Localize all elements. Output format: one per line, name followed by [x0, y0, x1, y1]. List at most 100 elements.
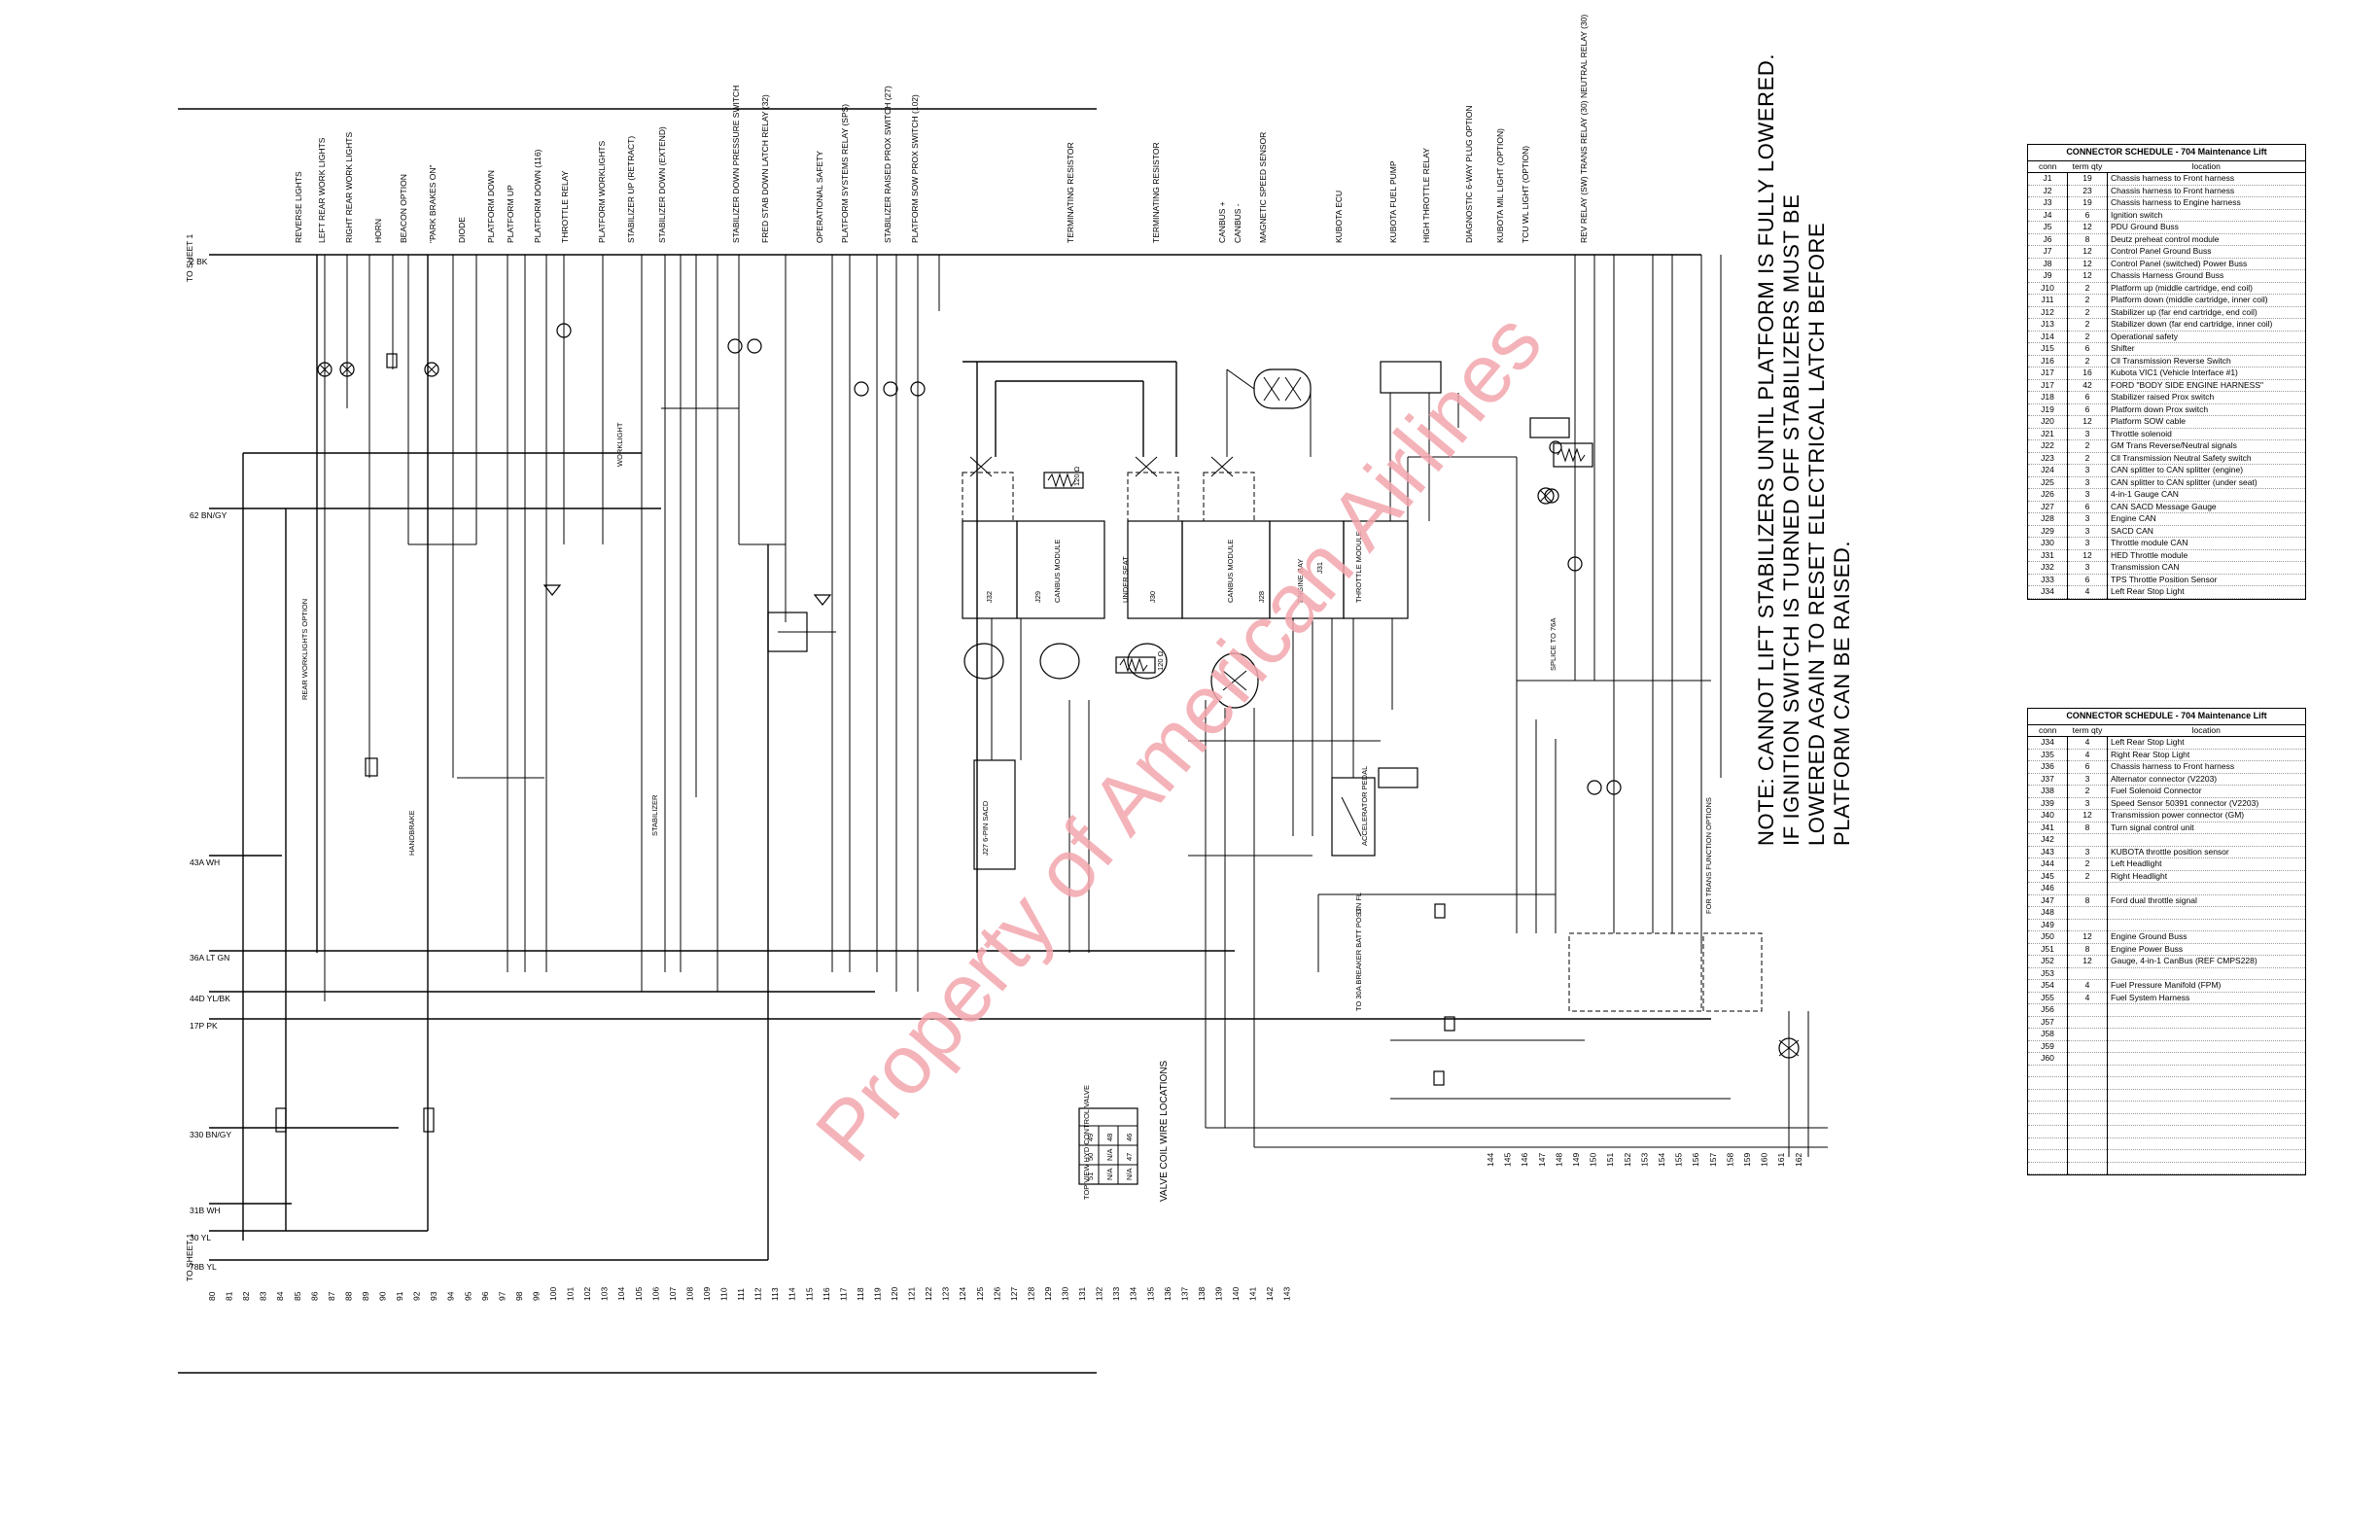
valve-coil-caption: VALVE COIL WIRE LOCATIONS — [1159, 1060, 1170, 1202]
terminal-qty: 3 — [2067, 512, 2108, 526]
schedule-2-row — [2028, 1162, 2305, 1174]
connector-location: 4-in-1 Gauge CAN — [2107, 488, 2305, 502]
component-label: STABILIZER — [650, 794, 659, 836]
terminal-qty: 6 — [2067, 209, 2108, 222]
connector-id: J2 — [2028, 185, 2068, 197]
connector-id: J15 — [2028, 342, 2068, 356]
connector-id: J10 — [2028, 282, 2068, 295]
connector-id: J57 — [2028, 1016, 2068, 1029]
terminal-qty — [2067, 1065, 2108, 1077]
terminal-qty: 3 — [2067, 488, 2108, 502]
row-number: 116 — [822, 1287, 831, 1301]
connector-id: J39 — [2028, 797, 2068, 810]
terminal-qty: 4 — [2067, 992, 2108, 1004]
connector-id: J43 — [2028, 846, 2068, 858]
component-label: J30 — [1148, 591, 1157, 603]
function-label: MAGNETIC SPEED SENSOR — [1258, 132, 1268, 243]
row-number: 115 — [804, 1287, 814, 1301]
terminal-qty: 4 — [2067, 736, 2108, 750]
connector-location: SACD CAN — [2107, 525, 2305, 538]
valve-cell-2: 50 — [1086, 1153, 1095, 1161]
function-label: OPERATIONAL SAFETY — [815, 151, 824, 243]
connector-id: J55 — [2028, 992, 2068, 1004]
row-number: 162 — [1794, 1153, 1803, 1167]
function-label: REVERSE LIGHTS — [294, 171, 303, 243]
connector-location: Left Headlight — [2107, 858, 2305, 871]
to-sheet-top: TO SHEET 1 — [185, 233, 194, 282]
connector-location — [2107, 1065, 2305, 1077]
terminal-qty: 12 — [2067, 245, 2108, 259]
component-label: WORKLIGHT — [615, 422, 624, 467]
terminal-qty: 2 — [2067, 331, 2108, 343]
schedule-2-row — [2028, 1101, 2305, 1114]
terminal-qty: 3 — [2067, 476, 2108, 489]
terminal-qty — [2067, 1101, 2108, 1114]
connector-location: Chassis harness to Front harness — [2107, 760, 2305, 774]
terminal-qty: 12 — [2067, 221, 2108, 234]
row-number: 125 — [975, 1287, 985, 1301]
schedule-2-row: J60 — [2028, 1052, 2305, 1066]
terminal-qty: 6 — [2067, 342, 2108, 356]
terminal-qty: 3 — [2067, 773, 2108, 786]
component-label: ACCELERATOR PEDAL — [1360, 766, 1369, 846]
connector-id: J41 — [2028, 822, 2068, 834]
note-line-4: PLATFORM CAN BE RAISED. — [1830, 541, 1854, 846]
connector-id: J60 — [2028, 1052, 2068, 1066]
row-number: 102 — [582, 1287, 592, 1301]
terminal-qty: 23 — [2067, 185, 2108, 197]
connector-id: J21 — [2028, 428, 2068, 440]
terminal-qty — [2067, 1125, 2108, 1138]
terminal-qty — [2067, 882, 2108, 895]
connector-location: CAN splitter to CAN splitter (engine) — [2107, 464, 2305, 477]
component-label: J27 6-PIN SACD — [981, 800, 990, 856]
function-label: PLATFORM SOW PROX SWITCH (102) — [910, 94, 920, 243]
connector-location — [2107, 1040, 2305, 1053]
function-label: HORN — [373, 219, 383, 243]
component-label: J32 — [985, 591, 994, 603]
terminal-qty: 3 — [2067, 525, 2108, 538]
connector-id: J6 — [2028, 233, 2068, 246]
connector-id — [2028, 1125, 2068, 1138]
connector-id: J30 — [2028, 537, 2068, 550]
connector-location: Engine CAN — [2107, 512, 2305, 526]
row-number: 158 — [1725, 1153, 1734, 1167]
connector-id: J51 — [2028, 943, 2068, 956]
function-circuit-wires — [324, 255, 940, 1001]
row-number: 81 — [225, 1291, 234, 1301]
terminal-qty: 12 — [2067, 955, 2108, 968]
connector-location: Platform up (middle cartridge, end coil) — [2107, 282, 2305, 295]
row-number: 118 — [856, 1287, 865, 1301]
component-label: UNDER SEAT — [1121, 556, 1130, 603]
connector-id: J50 — [2028, 930, 2068, 944]
function-label: TERMINATING RESISTOR — [1066, 142, 1075, 243]
row-number: 157 — [1708, 1153, 1718, 1167]
row-number: 108 — [684, 1287, 694, 1301]
function-label: CANBUS + — [1217, 201, 1227, 243]
schedule-2-row: J49 — [2028, 919, 2305, 931]
valve-cell-7: N/A — [1125, 1168, 1134, 1180]
connector-location: Left Rear Stop Light — [2107, 585, 2305, 599]
component-label: J31 — [1315, 562, 1324, 574]
row-number: 135 — [1145, 1287, 1155, 1301]
row-number: 105 — [634, 1287, 644, 1301]
row-number: 107 — [668, 1287, 678, 1301]
valve-table-title: TOP VIEW HYD CONTROL VALVE — [1082, 1085, 1091, 1200]
connector-id: J12 — [2028, 306, 2068, 319]
connector-location: Ford dual throttle signal — [2107, 894, 2305, 907]
bus-wire-label: 43A WH — [190, 858, 220, 867]
connector-location: Stabilizer down (far end cartridge, inne… — [2107, 318, 2305, 332]
connector-location: GM Trans Reverse/Neutral signals — [2107, 439, 2305, 453]
row-number: 134 — [1129, 1287, 1138, 1301]
row-number: 95 — [463, 1291, 472, 1301]
row-number: 106 — [650, 1287, 660, 1301]
connector-id: J26 — [2028, 488, 2068, 502]
terminal-qty: 2 — [2067, 282, 2108, 295]
